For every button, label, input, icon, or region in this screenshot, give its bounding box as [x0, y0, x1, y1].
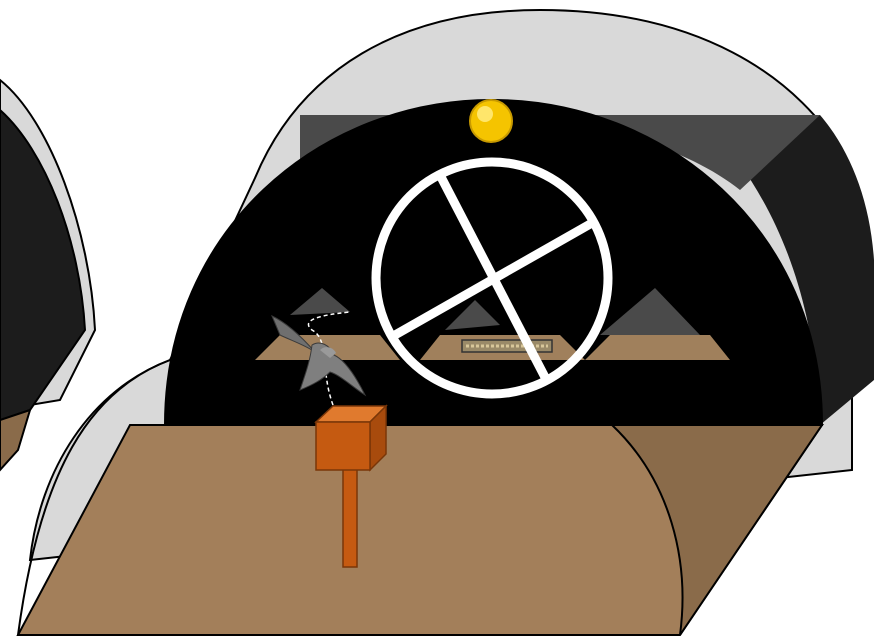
neighboring-tunnel-enclosure: [0, 80, 95, 470]
perch-box: [316, 422, 370, 470]
perch-pole: [343, 465, 357, 567]
tunnel-enclosure: [18, 10, 874, 635]
feeder-tray: [462, 340, 552, 352]
overhead-light: [470, 100, 512, 142]
distant-floor-right: [585, 335, 730, 360]
neighbor-floor: [0, 410, 30, 470]
